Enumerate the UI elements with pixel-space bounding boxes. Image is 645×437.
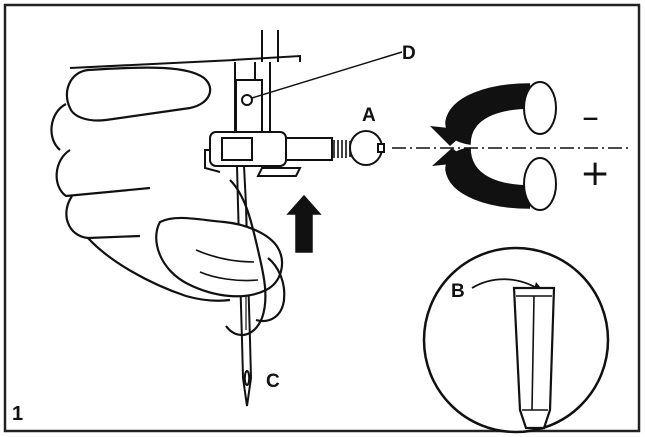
arrow-up-icon — [286, 194, 322, 253]
screwdriver-icon — [512, 286, 556, 430]
set-screw-d — [241, 94, 253, 106]
label-d: D — [402, 43, 416, 64]
needle-clamp — [204, 130, 385, 173]
thread-guide — [256, 167, 302, 177]
figure-number: 1 — [12, 403, 24, 425]
leader-line-d — [251, 51, 403, 99]
label-a: A — [362, 105, 376, 126]
plus-sign: + — [580, 153, 611, 194]
minus-sign: – — [582, 97, 599, 137]
screw-thread — [333, 140, 351, 158]
turn-arrow — [471, 278, 541, 291]
hand-illustration — [50, 66, 286, 336]
detail-magnifier — [422, 246, 610, 434]
label-c: C — [266, 371, 280, 392]
label-b: B — [451, 281, 465, 302]
needle-bar — [235, 79, 263, 141]
rotate-both-directions-icon — [430, 81, 557, 211]
